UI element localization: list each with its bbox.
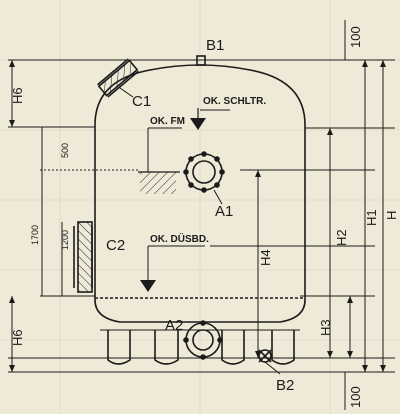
dim-1200: 1200 xyxy=(60,230,70,250)
manhole-c2 xyxy=(73,221,93,293)
label-a1: A1 xyxy=(215,203,233,220)
dim-h3: H3 xyxy=(318,319,333,336)
label-ok-fm: OK. FM xyxy=(150,116,185,127)
dimension-arrows xyxy=(9,60,386,372)
label-a2: A2 xyxy=(165,317,183,334)
dim-h2: H2 xyxy=(334,229,349,246)
dim-1700: 1700 xyxy=(30,225,40,245)
dim-100-top: 100 xyxy=(348,26,363,48)
label-ok-schltr: OK. SCHLTR. xyxy=(203,96,266,107)
support-leg-3 xyxy=(221,330,245,365)
manhole-c1 xyxy=(97,58,139,98)
nozzle-a2 xyxy=(183,320,223,360)
label-b2: B2 xyxy=(276,377,294,394)
dim-h6-bottom: H6 xyxy=(10,329,25,346)
drain-b2 xyxy=(258,349,272,363)
label-c2: C2 xyxy=(106,237,125,254)
dim-h: H xyxy=(384,211,399,220)
dim-h4: H4 xyxy=(258,249,273,266)
label-c1: C1 xyxy=(132,93,151,110)
dim-100-bottom: 100 xyxy=(348,386,363,408)
level-triangle-schltr xyxy=(190,118,206,130)
label-ok-dusbd: OK. DÜSBD. xyxy=(150,232,209,245)
dim-h6-top: H6 xyxy=(10,87,25,104)
label-b1: B1 xyxy=(206,37,224,54)
support-leg-4 xyxy=(271,330,295,365)
support-leg-1 xyxy=(107,330,131,365)
filter-media-surface xyxy=(140,172,176,194)
dim-h1: H1 xyxy=(364,209,379,226)
dim-500: 500 xyxy=(60,143,70,158)
nozzle-a1 xyxy=(183,151,225,193)
level-triangle-dusbd xyxy=(140,280,156,292)
support-leg-2 xyxy=(154,330,179,365)
